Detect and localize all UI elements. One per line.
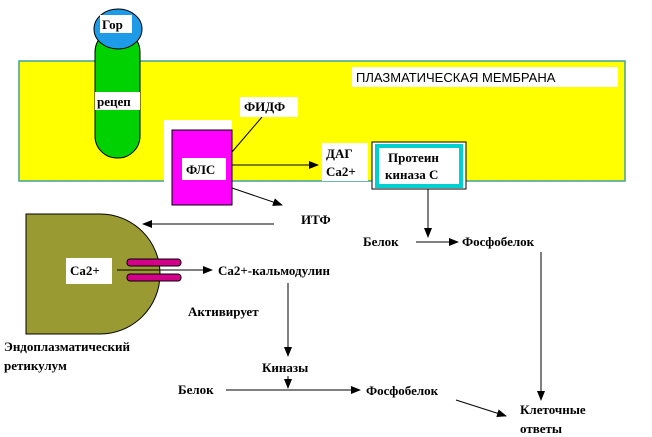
receptor-label: рецеп — [97, 94, 131, 109]
receptor-label-box — [95, 92, 140, 110]
phosphoprotein1-label: Фосфобелок — [462, 234, 535, 249]
hormone-label-box — [100, 15, 132, 33]
plc-label-box — [182, 158, 226, 180]
ca-channel-bottom — [126, 273, 182, 282]
pkc-label-line2: киназа С — [385, 167, 438, 182]
ca-channel-top — [126, 258, 182, 267]
pip2-label-box — [240, 97, 298, 117]
ca-er-label: Ca2+ — [70, 263, 100, 278]
activates-label: Активирует — [188, 304, 259, 319]
protein1-label: Белок — [363, 234, 399, 249]
pkc-label-line1: Протеин — [388, 150, 439, 165]
dag-label-box — [322, 143, 368, 181]
phosphoprotein2-label: Фосфобелок — [366, 383, 439, 398]
pip2-label: ФИДФ — [244, 99, 285, 114]
ca-top-label: Ca2+ — [326, 164, 356, 179]
pkc-inner-frame — [375, 144, 463, 188]
pkc-box — [371, 141, 467, 190]
plc-label: ФЛС — [186, 162, 215, 177]
hormone-label: Гор — [102, 17, 123, 32]
calmodulin-label: Ca2+-кальмодулин — [218, 263, 331, 278]
ca-er-label-box — [66, 258, 112, 284]
responses-label-line1: Клеточные — [520, 402, 586, 417]
membrane-label: ПЛАЗМАТИЧЕСКАЯ МЕМБРАНА — [356, 70, 556, 85]
pip2-connector — [231, 116, 263, 153]
membrane-label-box — [352, 67, 618, 87]
kinases-label: Киназы — [262, 360, 308, 375]
phospho2-to-responses-arrow — [455, 399, 507, 418]
ip3-label: ИТФ — [301, 212, 331, 227]
plc-to-ip3-arrow — [231, 187, 283, 206]
er-label-line2: ретикулум — [4, 358, 67, 373]
protein2-label: Белок — [178, 382, 214, 397]
er-label-line1: Эндоплазматический — [4, 339, 131, 354]
responses-label-line2: ответы — [520, 421, 562, 436]
dag-label: ДАГ — [326, 146, 353, 161]
